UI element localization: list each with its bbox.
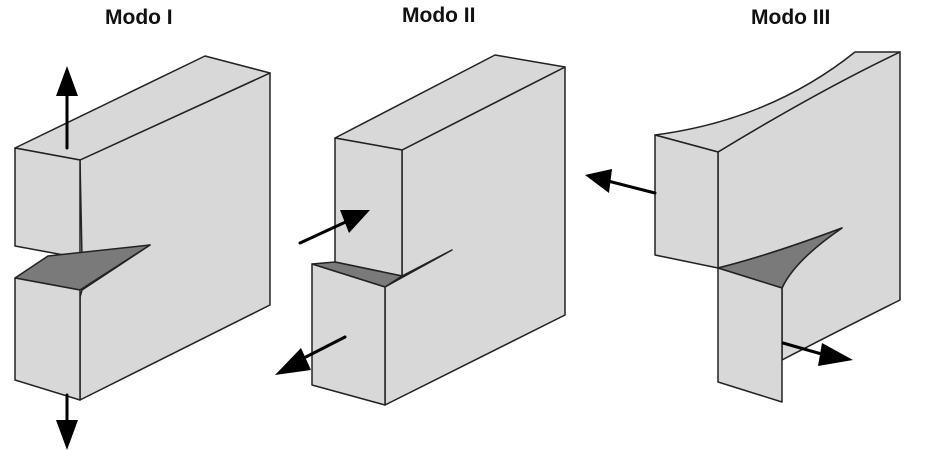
mode-2-specimen — [275, 54, 566, 406]
mode-3-upper-front-face — [654, 134, 719, 269]
mode-2-lower-arrow-head — [275, 348, 311, 375]
mode-3-title: Modo III — [751, 6, 831, 29]
mode-1-title: Modo I — [105, 6, 173, 29]
mode-2-upper-front-face — [334, 137, 403, 277]
mode-1-down-arrow-head — [56, 420, 78, 450]
mode-3-lower-front-face — [717, 267, 783, 403]
mode-1-lower-front-face — [14, 277, 81, 401]
mode-3-right-arrow-head — [818, 343, 853, 366]
mode-1-up-arrow-head — [56, 66, 78, 96]
mode-3-specimen — [585, 51, 901, 403]
mode-2-title: Modo II — [402, 4, 476, 27]
mode-2-lower-arrow-shaft — [298, 335, 347, 362]
mode-2-upper-arrow-shaft — [298, 218, 352, 245]
mode-3-left-arrow-head — [585, 169, 612, 193]
mode-3-left-arrow-shaft — [606, 179, 657, 195]
mode-2-lower-front-face — [311, 263, 386, 406]
mode-3-right-arrow-shaft — [781, 341, 827, 357]
mode-1-specimen — [14, 55, 271, 450]
mode-2-upper-arrow-head — [340, 210, 370, 233]
mode-3-top-face — [654, 51, 901, 153]
mode-3-crack-surface — [717, 227, 843, 289]
mode-1-upper-front-face — [14, 147, 81, 259]
